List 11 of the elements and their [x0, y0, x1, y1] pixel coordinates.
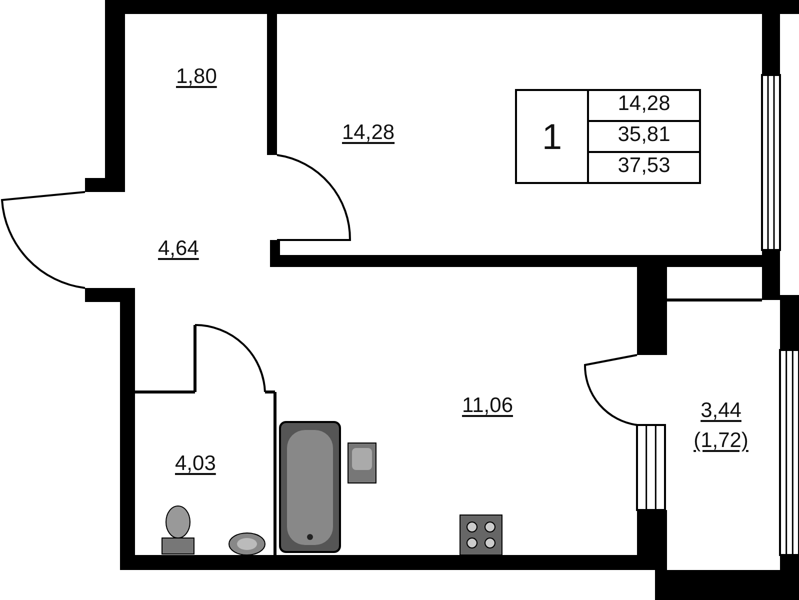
table-cell: 1 [542, 119, 562, 155]
table-cell: 37,53 [618, 155, 670, 176]
room-area: 11,06 [462, 395, 513, 416]
table-cell: 35,81 [618, 124, 670, 145]
room-area: 14,28 [342, 122, 395, 143]
room-area: 1,80 [176, 66, 217, 87]
room-area: (1,72) [694, 430, 748, 451]
room-area: 4,03 [175, 453, 216, 474]
table-cell: 14,28 [618, 93, 670, 114]
room-area: 3,44 [700, 400, 742, 421]
room-area: 4,64 [158, 238, 199, 259]
